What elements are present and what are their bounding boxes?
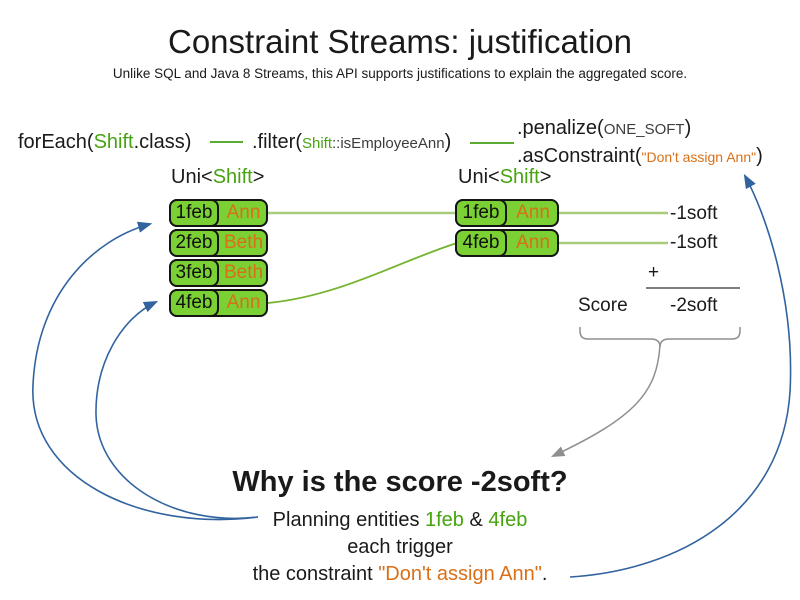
code-asconstraint-arg: "Don't assign Ann" [641,149,757,165]
shift-date: 2feb [169,229,219,257]
code-foreach-pre: forEach( [18,131,94,153]
score-label: Score [578,295,628,316]
justification-arrow-constraint [569,173,792,578]
why-line1-pre: Planning entities [272,509,425,531]
left-type-pre: Uni< [171,166,213,188]
code-foreach-class: Shift [93,131,134,153]
code-penalize: .penalize(ONE_SOFT) [517,116,691,142]
justification-arrow-4feb [95,300,259,520]
shift-employee: Ann [226,292,261,313]
plus-sign: + [648,262,660,283]
why-line1-mid: & [463,509,489,531]
shift-date: 3feb [169,259,219,287]
code-penalize-pre: .penalize( [517,117,604,139]
filtered-row-1feb-ann: 1feb Ann [455,199,559,227]
right-type-name: Shift [499,166,540,188]
shift-row-1feb-ann: 1feb Ann [169,199,268,227]
code-asconstraint-post: ) [756,145,763,167]
score-total: -2soft [670,295,718,316]
why-line-entities: Planning entities 1feb & 4feb [0,509,800,532]
shift-date: 4feb [455,229,507,257]
code-foreach-post: .class) [133,131,192,153]
shift-date: 4feb [169,289,219,317]
shift-date: 1feb [169,199,219,227]
connector-4feb-curve [267,242,458,304]
why-line3-pre: the constraint [252,563,379,585]
left-stream-type-label: Uni<Shift> [171,166,264,189]
why-line3-post: . [541,563,548,585]
shift-row-2feb-beth: 2feb Beth [169,229,268,257]
shift-row-4feb-ann: 4feb Ann [169,289,268,317]
right-type-post: > [539,166,552,188]
right-stream-type-label: Uni<Shift> [458,166,551,189]
right-stream-table: 1feb Ann 4feb Ann [455,199,559,259]
left-type-name: Shift [212,166,253,188]
code-filter-post: ) [444,131,452,153]
shift-employee: Ann [516,232,550,253]
why-heading: Why is the score -2soft? [232,466,568,498]
left-type-post: > [252,166,265,188]
code-penalize-arg: ONE_SOFT [603,121,685,138]
shift-row-3feb-beth: 3feb Beth [169,259,268,287]
code-asconstraint-pre: .asConstraint( [517,145,642,167]
shift-employee: Ann [516,202,550,223]
why-entity-1feb: 1feb [425,509,464,531]
code-foreach: forEach(Shift.class) [18,130,191,154]
match2-score: -1soft [670,232,718,253]
why-entity-4feb: 4feb [488,509,528,531]
code-asconstraint: .asConstraint("Don't assign Ann") [517,144,763,169]
shift-employee: Ann [226,202,261,223]
shift-date: 1feb [455,199,507,227]
shift-employee: Beth [223,262,264,283]
filtered-row-4feb-ann: 4feb Ann [455,229,559,257]
slide-title: Constraint Streams: justification [167,23,632,60]
justification-arrow-1feb [32,221,259,521]
slide-subtitle: Unlike SQL and Java 8 Streams, this API … [112,66,688,81]
right-type-pre: Uni< [458,166,500,188]
score-brace [579,327,741,348]
score-to-why-arrow [550,344,661,457]
why-constraint-quote: "Don't assign Ann" [378,563,542,585]
why-line-trigger: each trigger [347,536,453,558]
why-line-constraint: the constraint "Don't assign Ann". [0,563,800,586]
code-filter-arg-class: Shift [302,135,333,152]
left-stream-table: 1feb Ann 2feb Beth 3feb Beth 4feb Ann [169,199,268,319]
code-filter: .filter(Shift::isEmployeeAnn) [252,130,451,156]
match1-score: -1soft [670,203,718,224]
sum-line [646,287,740,289]
shift-employee: Beth [223,232,264,253]
code-filter-pre: .filter( [252,131,302,153]
code-filter-arg-rest: ::isEmployeeAnn [332,135,445,152]
code-penalize-post: ) [684,117,692,139]
